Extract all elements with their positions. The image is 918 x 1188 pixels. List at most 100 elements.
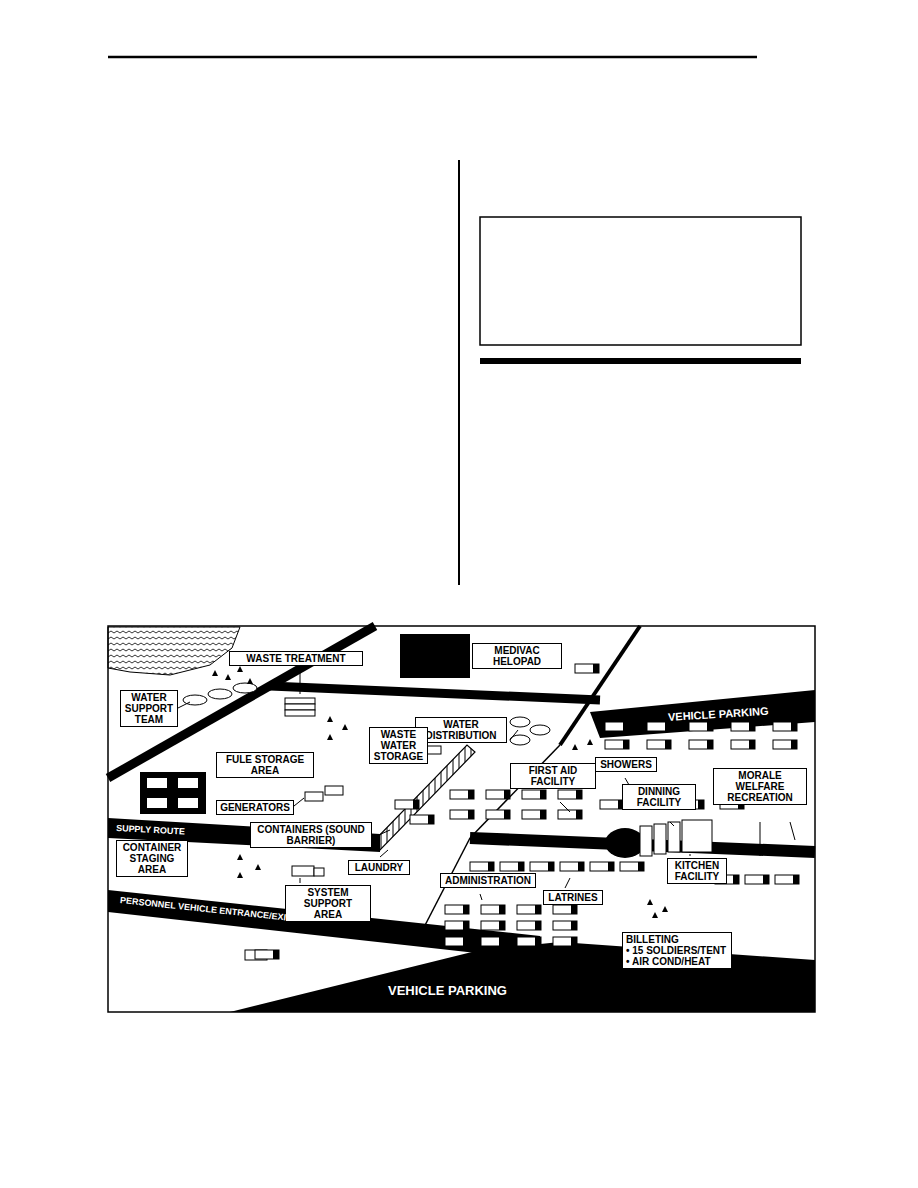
tents-part-part — [395, 800, 419, 809]
fuel-storage-part — [140, 772, 206, 814]
tents-part — [731, 722, 755, 731]
tents-part-part — [638, 862, 644, 871]
callout-box: SHOWERS — [595, 757, 657, 772]
callout-box: FULE STORAGE AREA — [216, 752, 314, 778]
tents-part-part — [647, 740, 671, 749]
callout-text: WATER DISTRIBUTION — [419, 719, 503, 741]
callout-text: FULE STORAGE AREA — [220, 754, 310, 776]
page-frame-part — [108, 56, 757, 59]
trees-part — [572, 744, 578, 750]
tents-part-part — [530, 862, 554, 871]
tents-part-part — [605, 722, 629, 731]
tents-part-part — [535, 905, 541, 914]
water-body-part — [108, 627, 240, 675]
tents-part — [553, 921, 577, 930]
tents-part-part — [749, 722, 755, 731]
tents-part — [553, 937, 577, 946]
tents-part-part — [481, 937, 505, 946]
tents-part-part — [558, 790, 582, 799]
tents-part — [481, 905, 505, 914]
callout-text: CONTAINERS (SOUND BARRIER) — [254, 824, 368, 846]
tents-part-part — [791, 722, 797, 731]
tents-part — [558, 790, 582, 799]
tents-part-part — [504, 810, 510, 819]
road-label: SUPPLY ROUTE — [116, 824, 185, 837]
tents-part — [517, 905, 541, 914]
roads-part — [270, 686, 600, 700]
waste-treatment-tanks — [285, 698, 315, 716]
tents-part-part — [571, 921, 577, 930]
tents-part-part — [481, 921, 505, 930]
tents-part-part — [773, 740, 797, 749]
tents-part-part — [488, 862, 494, 871]
leader-lines-part — [480, 894, 482, 900]
tents-part — [517, 921, 541, 930]
page-frame-part — [108, 626, 815, 1012]
generator-units-part — [305, 792, 323, 801]
roads — [108, 626, 815, 1012]
tents-part-part — [689, 740, 713, 749]
tents-part-part — [517, 921, 541, 930]
tents-part-part — [590, 862, 614, 871]
tents-part-part — [463, 937, 469, 946]
callout-text: GENERATORS — [220, 802, 290, 813]
trees-part — [225, 674, 231, 680]
water-bladders-part — [510, 717, 530, 727]
tents-part — [500, 862, 524, 871]
waste-treatment-tanks-part — [285, 710, 315, 716]
fuel-storage-part — [178, 778, 198, 788]
tents-part-part — [445, 905, 469, 914]
tents-part-part — [763, 875, 769, 884]
tents-part — [445, 921, 469, 930]
callout-box: DINNING FACILITY — [622, 784, 696, 810]
leader-lines-part — [462, 662, 468, 663]
tents-part-part — [775, 875, 799, 884]
tents-part-part — [499, 937, 505, 946]
leader-lines — [178, 662, 795, 950]
tents-part — [605, 722, 629, 731]
tents-part — [517, 937, 541, 946]
dining-hall — [640, 820, 712, 856]
tents-part-part — [499, 921, 505, 930]
callout-text: • 15 SOLDIERS/TENT — [626, 945, 728, 956]
tents-part — [590, 862, 614, 871]
tents-part-part — [608, 862, 614, 871]
fuel-storage-part — [147, 778, 167, 788]
callout-text: WASTE WATER STORAGE — [373, 729, 424, 762]
tents-part — [445, 905, 469, 914]
callout-text: KITCHEN FACILITY — [671, 860, 723, 882]
tents-part — [445, 937, 469, 946]
leader-lines-part — [790, 822, 795, 840]
tents-part-part — [731, 722, 755, 731]
waste-treatment-tanks-part — [285, 698, 315, 704]
callout-box: MORALE WELFARE RECREATION — [713, 768, 807, 805]
tents-part-part — [413, 800, 419, 809]
tents-part-part — [486, 810, 510, 819]
roads-part — [590, 690, 815, 738]
tents-part-part — [499, 905, 505, 914]
callout-box: CONTAINERS (SOUND BARRIER) — [250, 822, 372, 848]
tents-part-part — [548, 862, 554, 871]
tents-part — [255, 950, 279, 959]
water-bladders-part — [233, 683, 257, 693]
tents-part-part — [698, 800, 704, 809]
tents-part-part — [571, 905, 577, 914]
helopad — [400, 634, 470, 678]
callout-box: GENERATORS — [216, 800, 294, 815]
tents-part — [486, 810, 510, 819]
tents-part — [470, 862, 494, 871]
tents-part-part — [665, 740, 671, 749]
tents-part-part — [428, 815, 434, 824]
page-frame — [108, 57, 815, 1012]
tents-part-part — [468, 790, 474, 799]
trees-part — [212, 670, 218, 676]
tents-part — [450, 810, 474, 819]
tents-part-part — [522, 810, 546, 819]
tents-part-part — [486, 790, 510, 799]
tents-part-part — [481, 905, 505, 914]
tents-part — [530, 862, 554, 871]
water-bladders-part — [208, 689, 232, 699]
road-label: PERSONNEL VEHICLE ENTRANCE/EXIT — [119, 896, 291, 924]
tents-part — [395, 800, 419, 809]
